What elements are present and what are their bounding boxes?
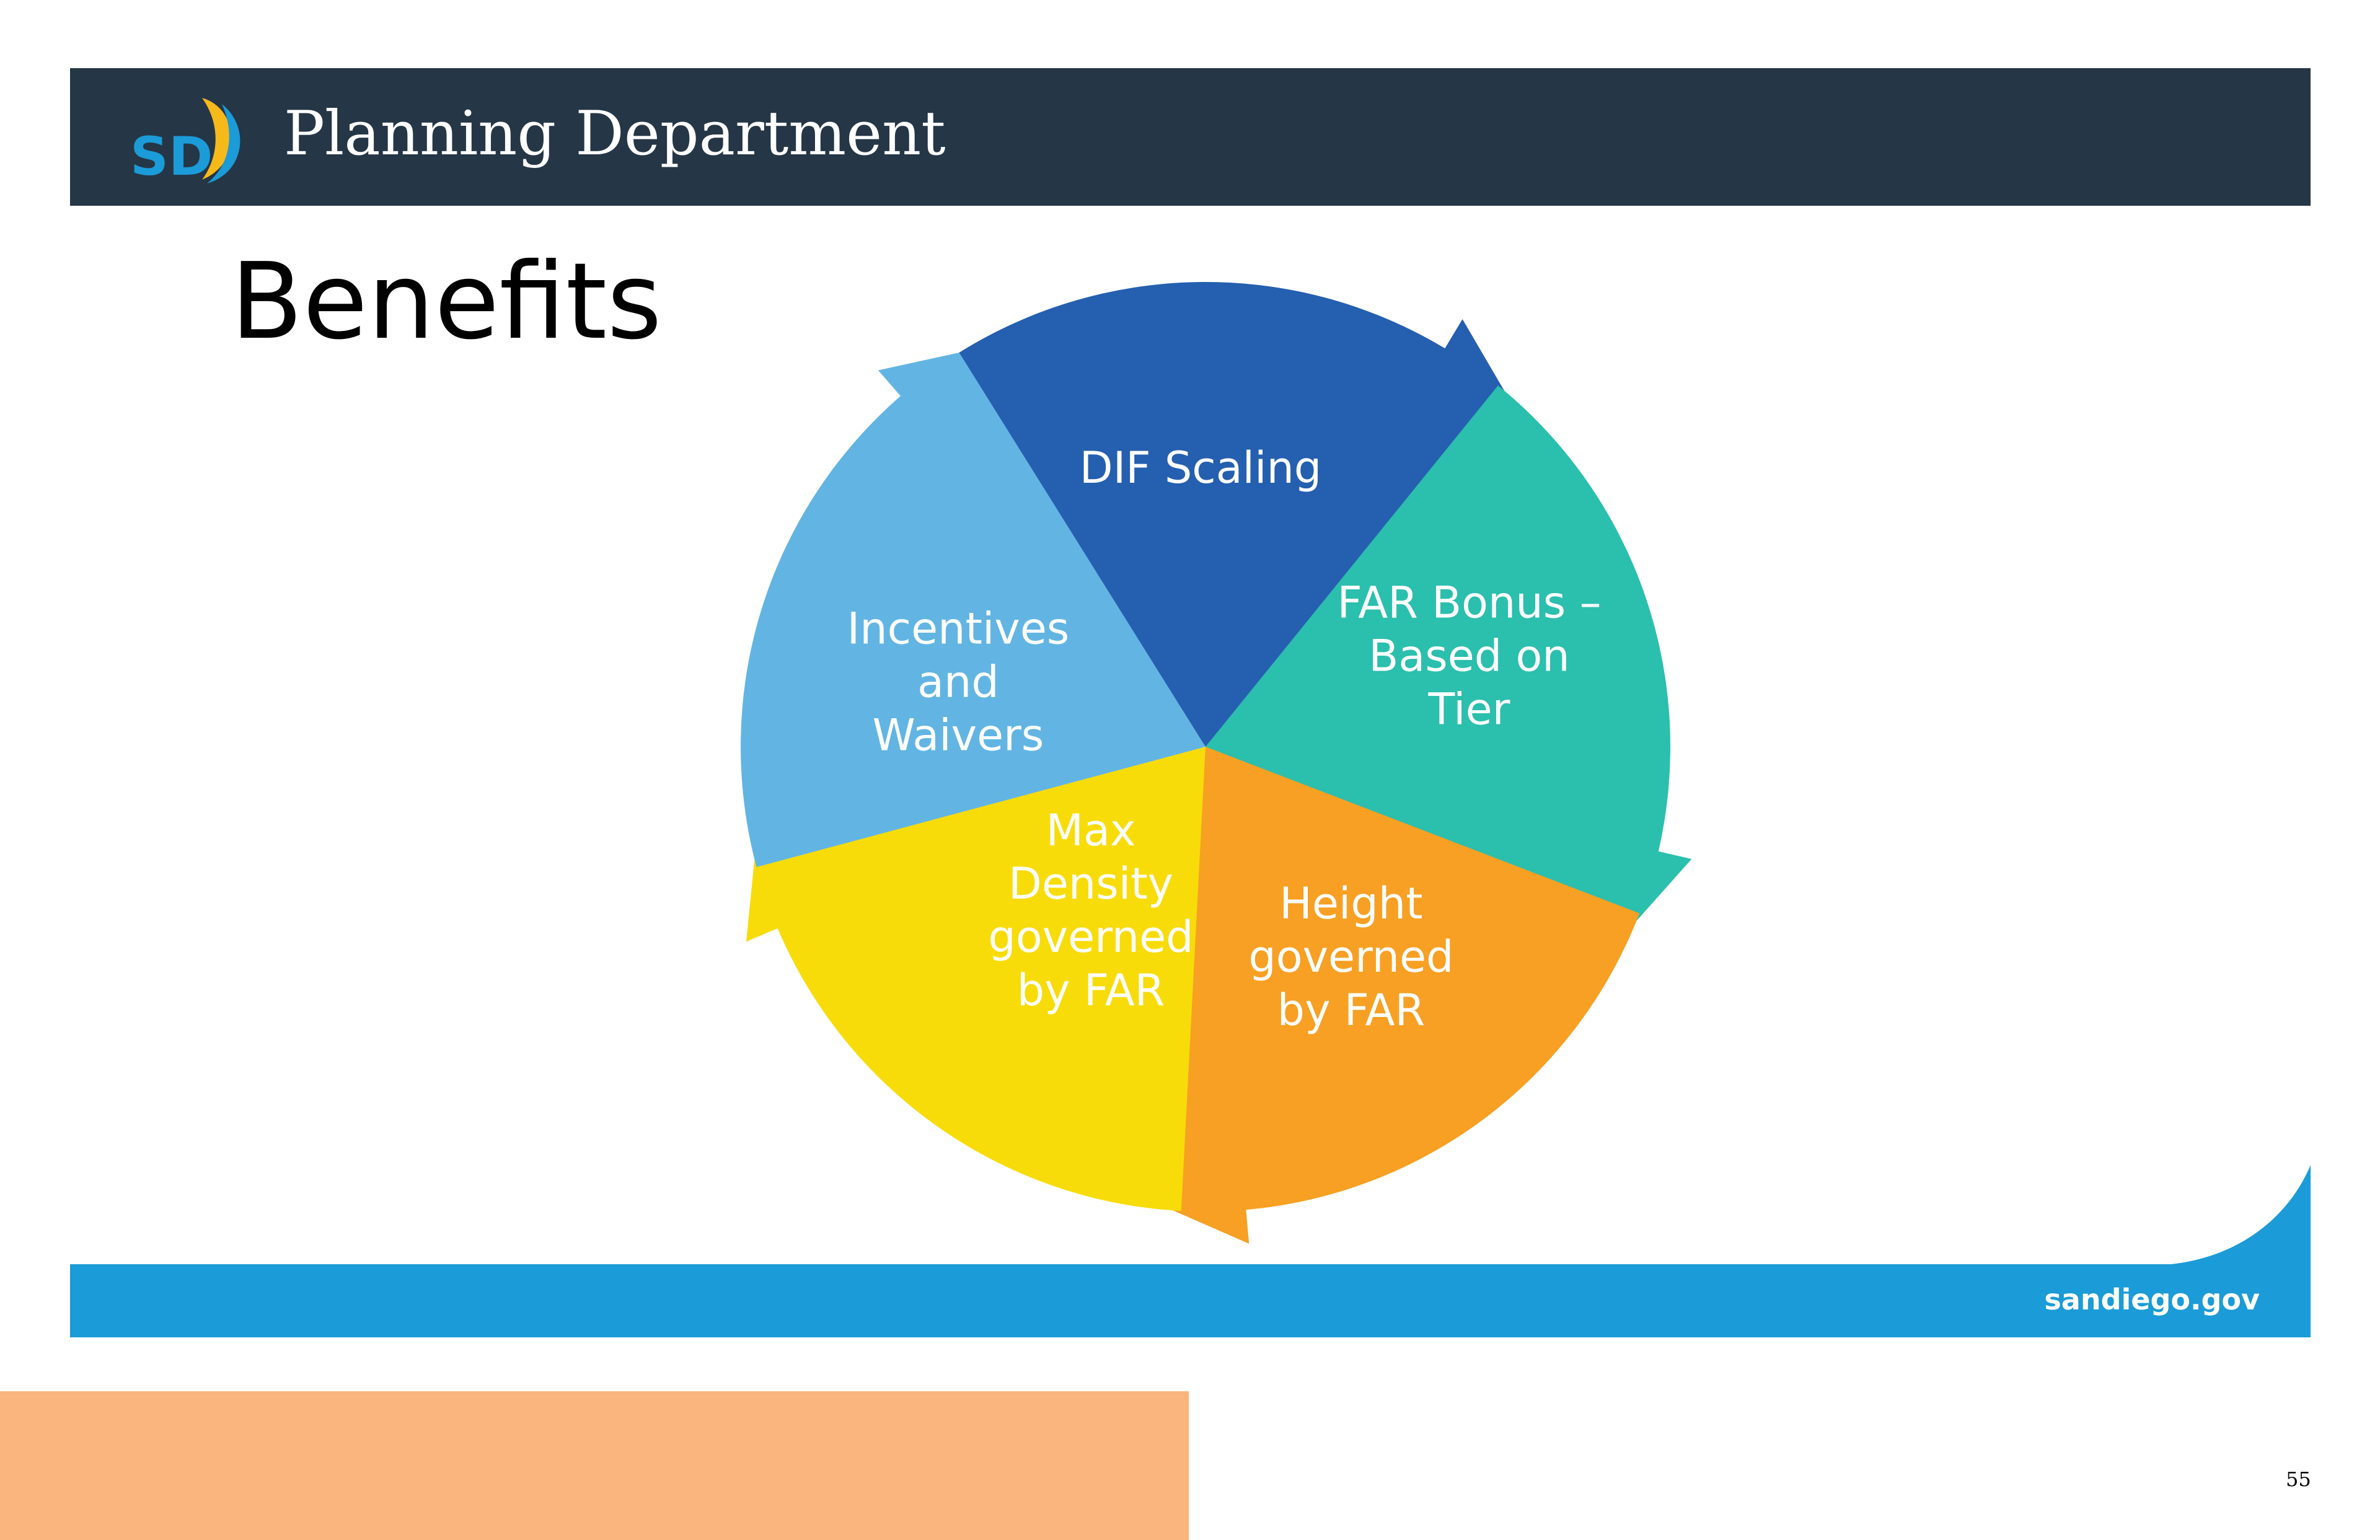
segment-max-density bbox=[746, 747, 1205, 1211]
segment-label-line: governed bbox=[988, 912, 1193, 962]
segment-incentives bbox=[741, 353, 1205, 868]
segment-label-line: Max bbox=[1046, 805, 1136, 856]
header-bar: SD Planning Department bbox=[70, 68, 2311, 206]
segment-label-line: Height bbox=[1279, 878, 1422, 929]
logo-letters: SD bbox=[130, 126, 213, 188]
sd-logo: SD bbox=[130, 98, 240, 188]
segment-label-line: by FAR bbox=[1017, 965, 1165, 1016]
footer-swoosh bbox=[2151, 1165, 2311, 1265]
logo-sail bbox=[202, 98, 232, 180]
logo-wave bbox=[207, 104, 240, 183]
segment-label-line: Incentives bbox=[847, 603, 1070, 654]
segment-label-line: Based on bbox=[1368, 631, 1569, 682]
segment-label-line: Tier bbox=[1428, 684, 1510, 735]
slide-title: Benefits bbox=[231, 240, 662, 363]
bottom-color-block bbox=[0, 1391, 1189, 1540]
footer-url: sandiego.gov bbox=[2044, 1283, 2260, 1316]
segment-label-line: FAR Bonus – bbox=[1338, 578, 1602, 628]
segment-far-bonus bbox=[1205, 385, 1692, 921]
segment-label-dif-scaling: DIF Scaling bbox=[1080, 442, 1322, 493]
segment-label-line: and bbox=[917, 656, 999, 707]
segment-dif-scaling bbox=[952, 281, 1505, 747]
footer-bar: sandiego.gov bbox=[70, 1264, 2311, 1337]
segment-height bbox=[1173, 747, 1640, 1244]
department-title: Planning Department bbox=[284, 99, 946, 169]
segment-label-line: by FAR bbox=[1277, 985, 1425, 1036]
segment-label-line: Waivers bbox=[873, 710, 1044, 760]
page-number: 55 bbox=[2286, 1467, 2311, 1491]
segment-label-line: DIF Scaling bbox=[1080, 442, 1322, 493]
segment-label-line: Density bbox=[1008, 858, 1173, 909]
segment-label-line: governed bbox=[1248, 931, 1453, 982]
